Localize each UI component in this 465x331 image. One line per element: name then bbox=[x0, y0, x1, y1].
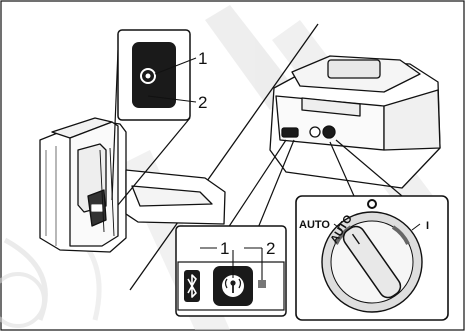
indicator-lamp bbox=[258, 280, 266, 288]
device-top-view bbox=[270, 56, 440, 188]
callout-bottom-1: 1 bbox=[220, 239, 229, 258]
callout-bottom-2: 2 bbox=[266, 239, 275, 258]
dial-on-label: I bbox=[426, 220, 429, 232]
callout-top-2: 2 bbox=[198, 93, 207, 112]
callout-top-1: 1 bbox=[198, 49, 207, 68]
dial-auto-label: AUTO bbox=[299, 219, 330, 231]
